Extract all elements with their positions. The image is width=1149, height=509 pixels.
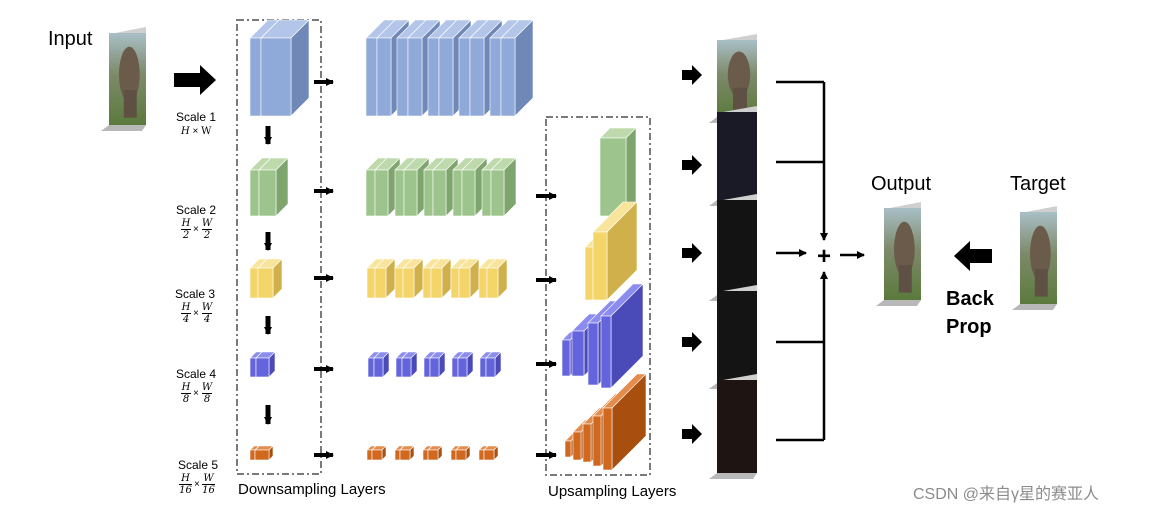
scale-3-times: × [193, 308, 199, 319]
scale-1-size: H × W [181, 126, 212, 137]
scale-2-down-block-b [258, 157, 289, 217]
scale-3-feature-block-3-b [430, 258, 452, 299]
scale-2-times: × [193, 224, 199, 235]
scale-2-output-photo [709, 106, 757, 206]
upsample-block-scale-4-d [600, 283, 644, 389]
backprop-arrow [954, 241, 992, 271]
scale-5-feature-block-1-b [371, 445, 387, 461]
scale-2-feature-block-5-b [490, 157, 517, 217]
scale-5-down-block-b [254, 445, 274, 461]
scale-1-label: Scale 1 [176, 110, 217, 124]
scale-4-feature-block-1-b [373, 351, 390, 378]
scale-output-arrow-5 [682, 424, 702, 444]
scale-4-label: Scale 4 [176, 367, 217, 381]
backprop-label-line1: Back [946, 288, 994, 310]
scale-5-feature-block-4-b [455, 445, 471, 461]
scale-5-feature-block-2-b [399, 445, 415, 461]
scale-1-feature-block-5-b [500, 19, 534, 117]
scale-5-times: × [194, 479, 200, 490]
scale-5-label: Scale 5 [178, 458, 219, 472]
scale-3-down-block-b [257, 258, 283, 299]
upsample-block-scale-3-b [592, 201, 638, 301]
downsampling-layers-label: Downsampling Layers [238, 481, 386, 498]
scale-output-arrow-2 [682, 155, 702, 175]
scale-4-output-photo [709, 285, 757, 389]
scale-4-feature-block-5-b [485, 351, 502, 378]
backprop-label-line2: Prop [946, 316, 992, 338]
target-photo-icon [1012, 206, 1057, 310]
watermark: CSDN @来自γ星的赛亚人 [913, 486, 1100, 503]
scale-4-times: × [193, 388, 199, 399]
scale-5-feature-block-3-b [427, 445, 443, 461]
scale-3-label: Scale 3 [175, 287, 216, 301]
output-label: Output [871, 173, 932, 195]
scale-1-down-block-b [260, 19, 310, 117]
upsampling-frame [545, 116, 651, 476]
input-photo-icon [101, 27, 146, 131]
scale-4-feature-block-2-b [401, 351, 418, 378]
scale-3-feature-block-2-b [402, 258, 424, 299]
scale-output-arrow-1 [682, 65, 702, 85]
output-photo-icon [876, 202, 921, 306]
scale-3-output-photo [709, 194, 757, 301]
target-label: Target [1010, 173, 1066, 195]
plus-icon: + [811, 243, 837, 270]
scale-5-feature-block-5-b [483, 445, 499, 461]
scale-3-feature-block-4-b [458, 258, 480, 299]
scale-3-feature-block-1-b [374, 258, 396, 299]
scale-output-arrow-3 [682, 243, 702, 263]
scale-3-feature-block-5-b [486, 258, 508, 299]
scale-4-down-block-b [255, 351, 276, 378]
scale-5-output-photo [709, 374, 757, 479]
scale-output-arrow-4 [682, 332, 702, 352]
scale-1-output-photo [709, 34, 757, 123]
input-label: Input [48, 28, 93, 50]
scale-4-feature-block-3-b [429, 351, 446, 378]
upsample-block-scale-5-e [602, 373, 647, 471]
scale-4-feature-block-4-b [457, 351, 474, 378]
plus-symbol: + [817, 243, 831, 270]
scale-2-label: Scale 2 [176, 203, 217, 217]
upsampling-layers-label: Upsampling Layers [548, 483, 677, 500]
input-arrow [174, 65, 216, 95]
